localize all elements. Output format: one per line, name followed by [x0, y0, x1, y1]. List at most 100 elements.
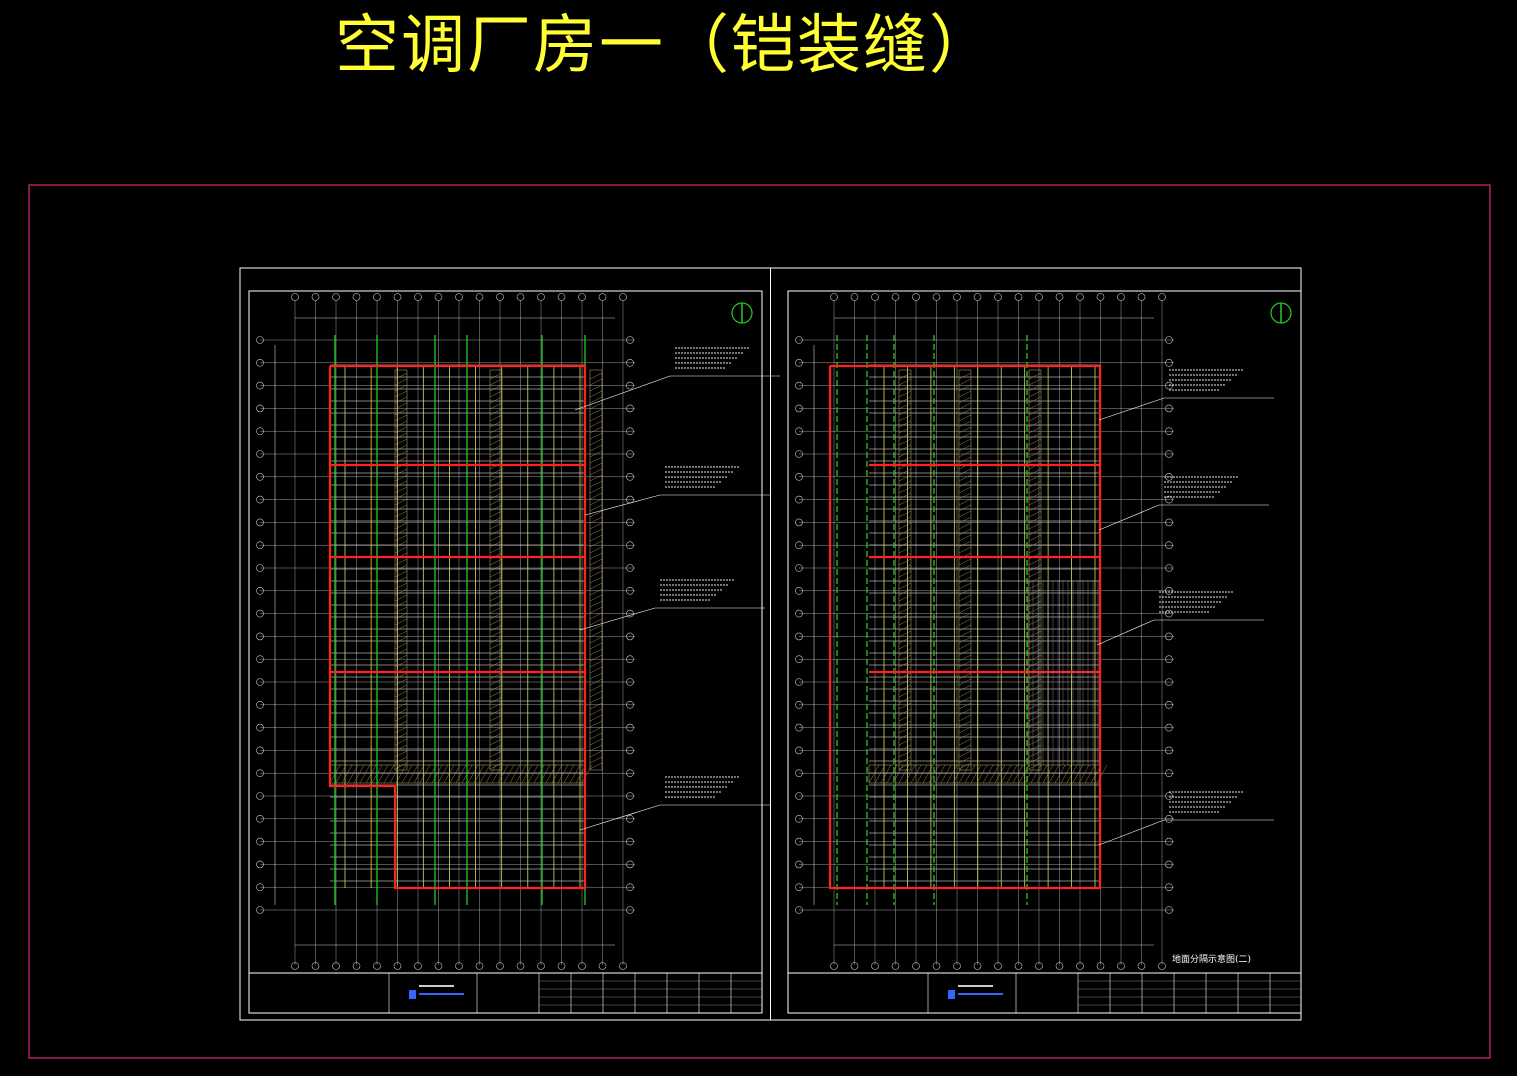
hatch-stroke [394, 522, 408, 530]
hatch-stroke [1060, 764, 1072, 784]
hatch-stroke [394, 630, 408, 638]
hatch-stroke [898, 480, 912, 488]
hatch-stroke [1028, 660, 1042, 668]
hatch-stroke [958, 708, 972, 716]
hatch-stroke [898, 648, 912, 656]
right-sheet-caption: 地面分隔示意图(二) [1172, 953, 1251, 965]
hatch-stroke [394, 600, 408, 608]
hatch-stroke [589, 480, 603, 488]
axis-bubble [557, 962, 566, 970]
hatch-stroke [958, 492, 972, 500]
hatch-stroke [958, 402, 972, 410]
hatch-stroke [1096, 764, 1108, 784]
hatch-stroke [489, 582, 503, 590]
hatch-stroke [489, 738, 503, 746]
hatch-stroke [489, 678, 503, 686]
hatch-stroke [394, 402, 408, 410]
axis-bubble [994, 293, 1002, 301]
hatch-stroke [489, 438, 503, 446]
hatch-stroke [1028, 690, 1042, 698]
axis-bubble [1165, 769, 1173, 778]
axis-bubble [795, 472, 803, 481]
hatch-stroke [958, 474, 972, 482]
axis-bubble [1096, 293, 1105, 301]
hatch-stroke [489, 546, 503, 554]
hatch-stroke [958, 612, 972, 620]
hatch-stroke [489, 660, 503, 668]
leader-line [579, 804, 661, 831]
partition-outline [328, 364, 587, 890]
hatch-stroke [589, 468, 603, 476]
hatch-stroke [394, 564, 408, 572]
hatch-stroke [928, 764, 940, 784]
axis-bubble [795, 883, 803, 892]
axis-bubble [626, 450, 634, 458]
hatch-stroke [489, 558, 503, 566]
hatch-stroke [1028, 438, 1042, 446]
hatch-stroke [1028, 534, 1042, 542]
axis-bubble [626, 518, 634, 527]
hatch-stroke [394, 504, 408, 512]
axis-bubble [1165, 906, 1173, 914]
axis-bubble [1158, 293, 1166, 301]
hatch-stroke [934, 764, 946, 784]
hatch-stroke [489, 540, 503, 548]
axis-bubble [1165, 723, 1173, 732]
axis-bubble [973, 962, 982, 970]
hatch-stroke [394, 426, 408, 434]
hatch-stroke [1028, 396, 1042, 404]
hatch-stroke [489, 612, 503, 620]
hatch-stroke [394, 456, 408, 464]
axis-bubble [795, 586, 803, 595]
axis-bubble [256, 404, 264, 413]
hatch-stroke [394, 720, 408, 728]
hatch-stroke [394, 540, 408, 548]
hatch-stroke [347, 764, 359, 784]
hatch-stroke [589, 618, 603, 626]
axis-bubble [256, 381, 264, 390]
hatch-stroke [377, 764, 389, 784]
hatch-stroke [1028, 426, 1042, 434]
hatch-stroke [898, 540, 912, 548]
hatch-stroke [589, 600, 603, 608]
axis-bubble [373, 962, 381, 970]
hatch-stroke [898, 660, 912, 668]
hatch-stroke [1028, 480, 1042, 488]
hatch-stroke [1028, 450, 1042, 458]
hatch-stroke [898, 468, 912, 476]
axis-bubble [626, 792, 634, 800]
hatch-stroke [394, 534, 408, 542]
hatch-stroke [898, 726, 912, 734]
hatch-stroke [489, 516, 503, 524]
hatch-stroke [479, 764, 491, 784]
hatch-stroke [958, 732, 972, 740]
hatch-stroke [1028, 624, 1042, 632]
hatch-stroke [898, 720, 912, 728]
axis-bubble [1165, 450, 1173, 458]
hatch-stroke [958, 456, 972, 464]
hatch-stroke [394, 420, 408, 428]
axis-bubble [256, 746, 264, 755]
axis-bubble [795, 837, 803, 846]
hatch-stroke [958, 396, 972, 404]
axis-bubble [795, 358, 803, 367]
hatch-stroke [589, 588, 603, 596]
axis-bubble [256, 860, 264, 869]
hatch-stroke [958, 438, 972, 446]
hatch-stroke [898, 696, 912, 704]
hatch-stroke [958, 582, 972, 590]
axis-bubble [256, 678, 264, 686]
hatch-stroke [489, 498, 503, 506]
hatch-stroke [589, 654, 603, 662]
axis-bubble [256, 814, 264, 823]
hatch-stroke [489, 702, 503, 710]
hatch-stroke [394, 672, 408, 680]
axis-bubble [1055, 293, 1064, 301]
hatch-stroke [589, 582, 603, 590]
company-logo-icon [948, 990, 955, 999]
axis-bubble [537, 293, 545, 301]
axis-bubble [830, 962, 838, 970]
page-title: 空调厂房一（铠装缝） [335, 9, 995, 83]
axis-bubble [256, 495, 264, 504]
